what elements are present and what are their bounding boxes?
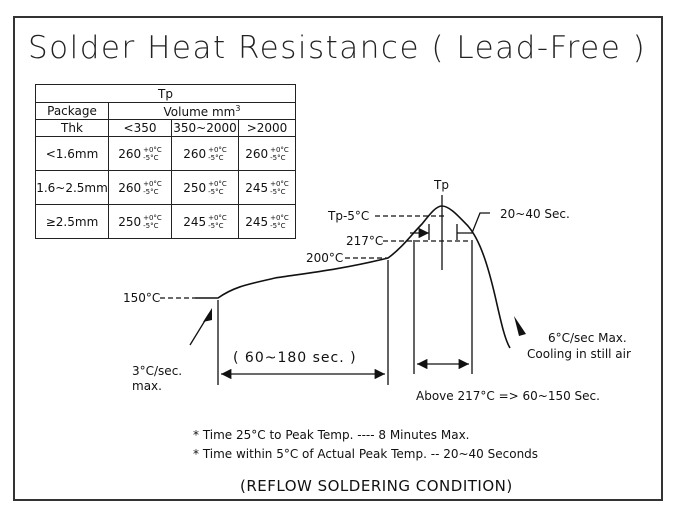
t200-label: 200°C: [306, 251, 343, 265]
peak-window-leader: [457, 212, 490, 234]
cooling-label: 6°C/sec Max.: [548, 331, 627, 345]
peak-temperature-table: Tp Package Volume mm3 Thk <350 350~2000 …: [35, 84, 296, 239]
diagram-frame: [13, 16, 663, 501]
tp-minus-5-label: Tp-5°C: [327, 209, 369, 223]
tp-label: Tp: [433, 178, 449, 192]
diagram-title: Solder Heat Resistance ( Lead-Free ): [28, 30, 647, 66]
row-label: ≥2.5mm: [35, 204, 109, 239]
ramp-up-label-2: max.: [132, 379, 162, 393]
diagram-caption: (REFLOW SOLDERING CONDITION): [240, 477, 513, 495]
t217-label: 217°C: [346, 234, 383, 248]
table-cell: 260+0°C-5°C: [238, 136, 296, 171]
ramp-up-label: 3°C/sec.: [132, 364, 182, 378]
table-row: <1.6mm 260+0°C-5°C 260+0°C-5°C 260+0°C-5…: [35, 136, 296, 171]
cooling-label-2: Cooling in still air: [527, 347, 631, 361]
table-row: ≥2.5mm 250+0°C-5°C 245+0°C-5°C 245+0°C-5…: [35, 204, 296, 239]
preheat-time-label: ( 60~180 sec. ): [233, 350, 357, 366]
peak-window-label: 20~40 Sec.: [500, 207, 570, 221]
cooling-arrowhead: [514, 316, 526, 336]
t150-label: 150°C: [123, 291, 160, 305]
note-line: * Time within 5°C of Actual Peak Temp. -…: [193, 447, 538, 461]
table-cell: 250+0°C-5°C: [108, 204, 172, 239]
temperature-profile-curve: [195, 205, 511, 349]
table-cell: 245+0°C-5°C: [238, 204, 296, 239]
table-cell: 245+0°C-5°C: [171, 204, 239, 239]
above217-label: Above 217°C => 60~150 Sec.: [416, 389, 600, 403]
thk-header: Thk: [35, 119, 109, 137]
note-line: * Time 25°C to Peak Temp. ---- 8 Minutes…: [193, 428, 470, 442]
ramp-up-arrowhead: [203, 308, 212, 322]
table-cell: 260+0°C-5°C: [108, 136, 172, 171]
